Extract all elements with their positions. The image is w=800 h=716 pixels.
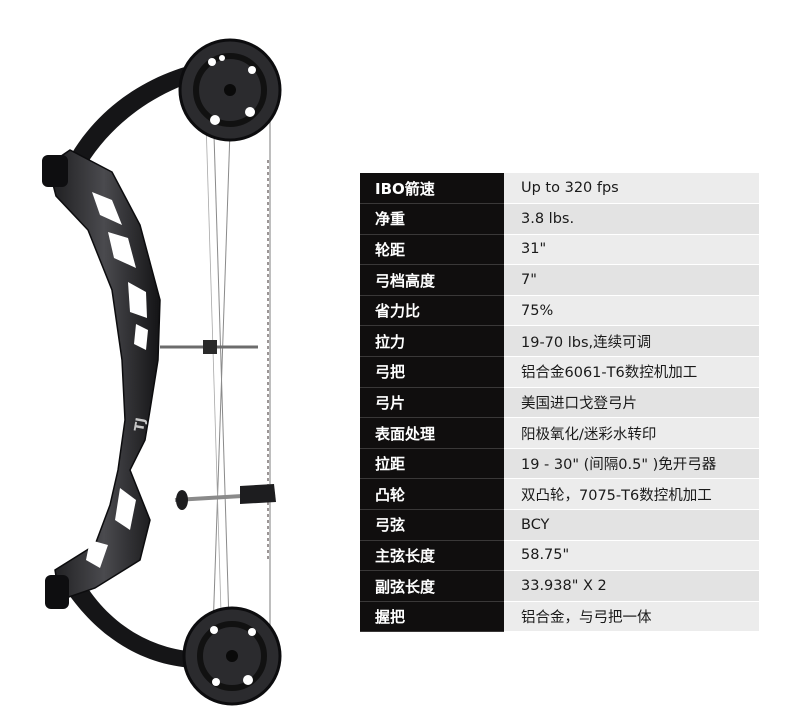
spec-value: 铝合金，与弓把一体: [504, 601, 759, 633]
spec-row: 弓片美国进口戈登弓片: [360, 387, 759, 419]
spec-label: 轮距: [360, 234, 504, 266]
spec-value: BCY: [504, 509, 759, 541]
compound-bow-image: TJ: [42, 38, 282, 706]
bottom-cam: [182, 606, 282, 706]
spec-value: 31": [504, 234, 759, 266]
spec-label: 拉距: [360, 448, 504, 480]
spec-row: 握把铝合金，与弓把一体: [360, 601, 759, 633]
spec-label: 拉力: [360, 325, 504, 358]
spec-value: 75%: [504, 295, 759, 327]
top-cam: [178, 38, 282, 142]
spec-label: IBO箭速: [360, 173, 504, 205]
spec-row: 弓把铝合金6061-T6数控机加工: [360, 356, 759, 388]
spec-label: 弓片: [360, 387, 504, 419]
spec-label: 弓档高度: [360, 264, 504, 296]
spec-value: 33.938" X 2: [504, 570, 759, 602]
spec-value: Up to 320 fps: [504, 173, 759, 205]
spec-value: 双凸轮，7075-T6数控机加工: [504, 478, 759, 511]
spec-value: 铝合金6061-T6数控机加工: [504, 356, 759, 388]
spec-label: 握把: [360, 601, 504, 633]
spec-row: 凸轮双凸轮，7075-T6数控机加工: [360, 478, 759, 511]
spec-label: 省力比: [360, 295, 504, 327]
spec-label: 弓弦: [360, 509, 504, 541]
spec-value: 7": [504, 264, 759, 296]
spec-label: 净重: [360, 203, 504, 235]
spec-label: 副弦长度: [360, 570, 504, 602]
spec-value: 美国进口戈登弓片: [504, 387, 759, 419]
spec-value: 58.75": [504, 540, 759, 572]
spec-value: 3.8 lbs.: [504, 203, 759, 235]
bow-logo-text: TJ: [132, 417, 149, 433]
spec-value: 19 - 30" (间隔0.5" )免开弓器: [504, 448, 759, 480]
spec-label: 表面处理: [360, 417, 504, 449]
spec-label: 弓把: [360, 356, 504, 388]
spec-row: 表面处理阳极氧化/迷彩水转印: [360, 417, 759, 449]
spec-value: 阳极氧化/迷彩水转印: [504, 417, 759, 449]
spec-label: 主弦长度: [360, 540, 504, 572]
spec-value: 19-70 lbs,连续可调: [504, 325, 759, 358]
spec-label: 凸轮: [360, 478, 504, 511]
